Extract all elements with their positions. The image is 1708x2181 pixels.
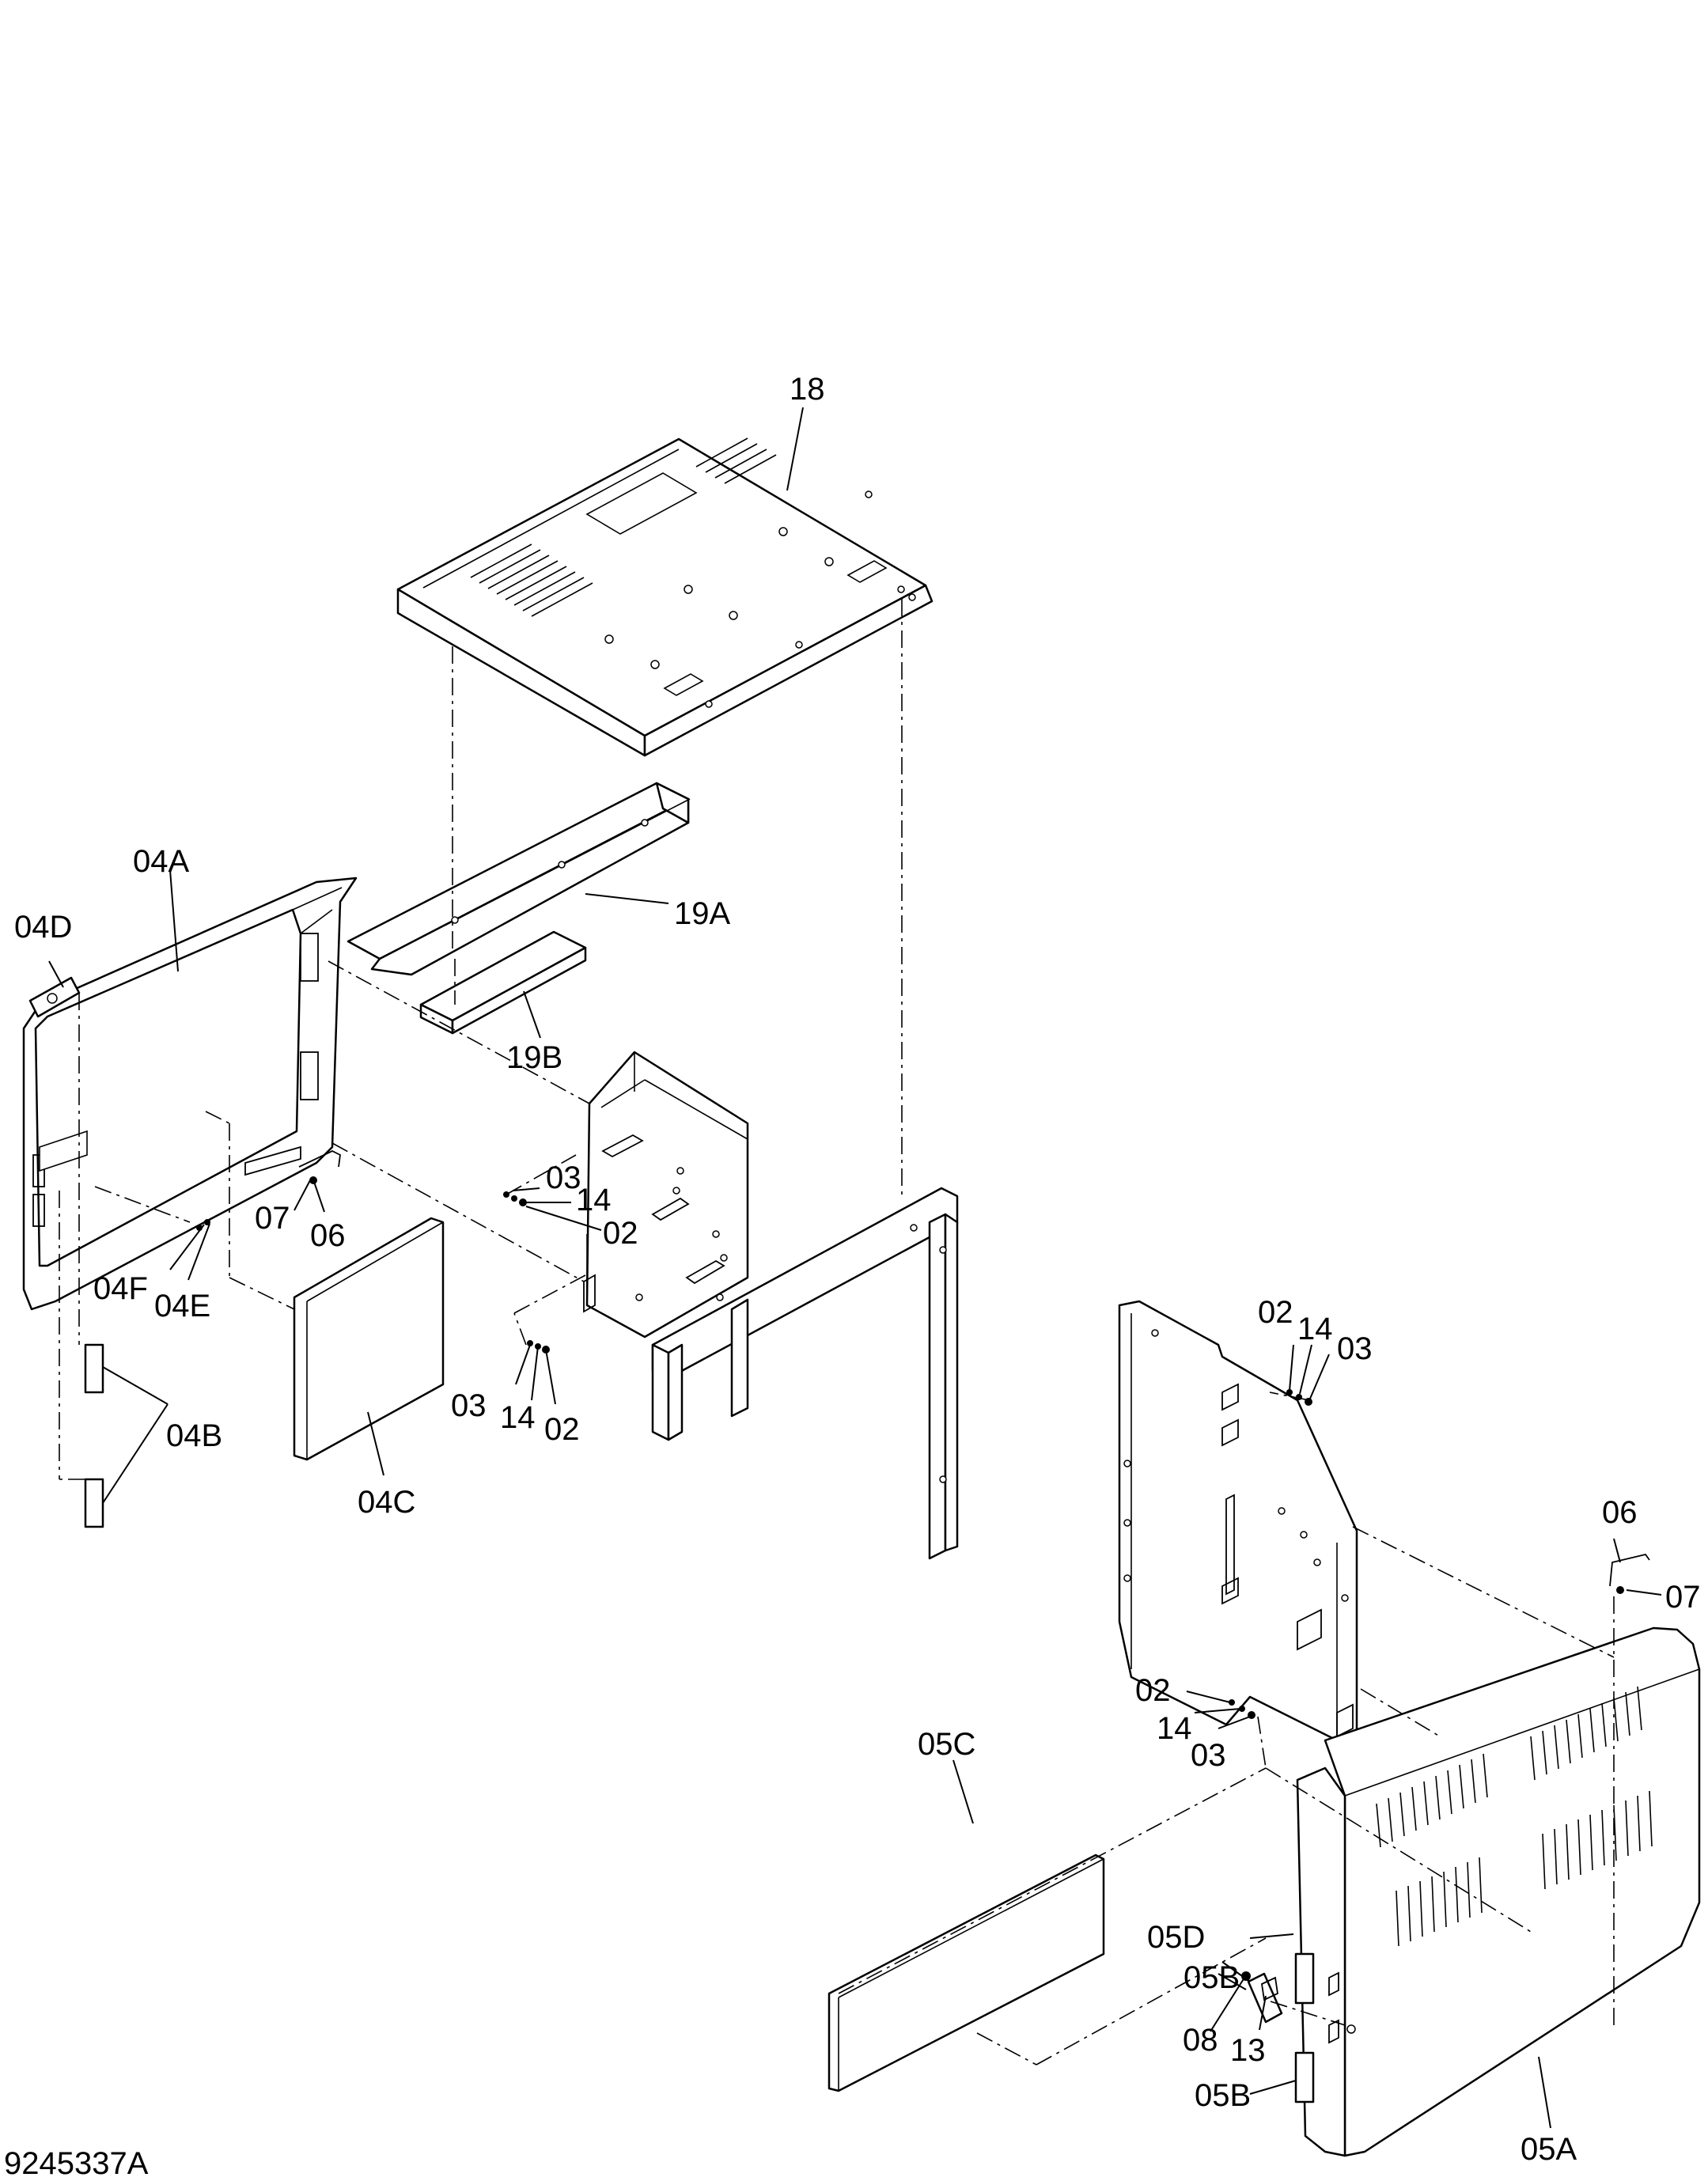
callout-06-right: 06 (1602, 1495, 1638, 1530)
callout-18: 18 (790, 372, 825, 407)
callout-02-b: 02 (544, 1412, 580, 1447)
callout-03-c: 03 (1337, 1331, 1373, 1366)
callout-14-b: 14 (500, 1400, 536, 1435)
callout-19A: 19A (674, 896, 730, 931)
part-05A-right-door (1296, 1626, 1701, 2157)
figure-number: 9245337A (4, 2146, 149, 2181)
part-06-left-pin (298, 1149, 341, 1184)
part-04C-panel (293, 1217, 445, 1461)
callout-05C: 05C (918, 1727, 975, 1762)
callout-07-right: 07 (1665, 1580, 1701, 1615)
callout-14-d: 14 (1157, 1711, 1192, 1746)
callout-05D: 05D (1147, 1920, 1205, 1955)
leader-lines (48, 407, 1662, 2129)
callout-13: 13 (1230, 2033, 1266, 2068)
callout-03-d: 03 (1191, 1738, 1226, 1773)
callout-04E: 04E (154, 1289, 210, 1323)
callout-04A: 04A (133, 844, 189, 879)
callout-04C: 04C (358, 1485, 415, 1520)
callout-08: 08 (1183, 2023, 1218, 2058)
callout-04F: 04F (93, 1271, 148, 1306)
part-19B-pad (419, 930, 587, 1035)
part-05D-05B-pads (1247, 1952, 1315, 2103)
callout-06-left: 06 (310, 1218, 346, 1253)
callout-14-a: 14 (576, 1183, 612, 1217)
callout-02-c: 02 (1258, 1295, 1293, 1330)
callout-07-left: 07 (255, 1201, 290, 1236)
part-05C-panel (827, 1853, 1105, 2092)
callout-04B: 04B (166, 1418, 222, 1453)
part-04A-left-door (22, 877, 358, 1311)
callout-05A: 05A (1521, 2132, 1577, 2167)
part-18-top-cover (396, 437, 934, 757)
callout-03-a: 03 (546, 1161, 581, 1195)
callout-03-b: 03 (451, 1388, 487, 1423)
part-04B-pads (84, 1343, 104, 1528)
callout-02-d: 02 (1135, 1673, 1171, 1708)
callout-05B-b: 05B (1195, 2078, 1251, 2113)
center-frame-assembly (583, 1051, 959, 1560)
callout-05B-a: 05B (1183, 1960, 1240, 1995)
assembly-lines (59, 599, 1615, 2066)
callout-labels: 18 19A 19B 04A 04D 04F 04E 04B 04C 07 06… (14, 372, 1701, 2167)
part-06-right-pin (1609, 1553, 1650, 1594)
callout-14-c: 14 (1297, 1312, 1333, 1346)
callout-19B: 19B (506, 1040, 562, 1075)
part-19A-bracket (347, 782, 691, 976)
callout-02-a: 02 (603, 1216, 638, 1251)
callout-04D: 04D (14, 910, 72, 945)
